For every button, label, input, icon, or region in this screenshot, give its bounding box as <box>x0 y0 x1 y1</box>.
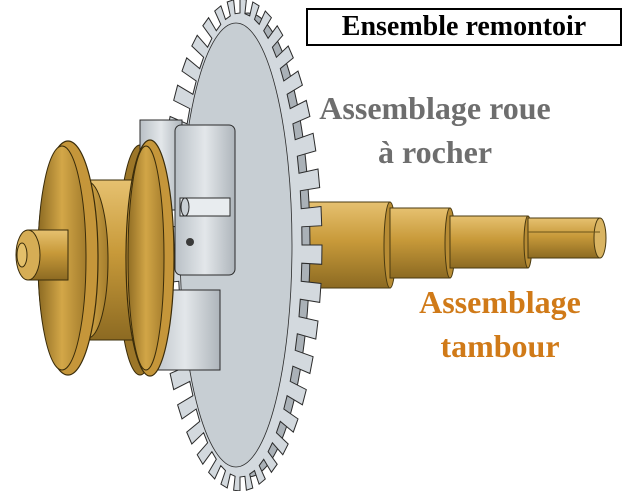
label-ratchet-wheel-assembly: Assemblage roue à rocher <box>300 86 570 174</box>
label-drum-line2: tambour <box>440 328 560 364</box>
label-ratchet-wheel-line1: Assemblage roue <box>319 90 551 126</box>
arbor-shaft <box>289 201 607 289</box>
arbor-pivot-left <box>15 229 69 281</box>
drum-flange-right <box>125 139 175 377</box>
label-ratchet-wheel-line2: à rocher <box>377 134 493 170</box>
label-drum-line1: Assemblage <box>419 284 581 320</box>
figure-title: Ensemble remontoir <box>306 8 622 46</box>
label-drum-assembly: Assemblage tambour <box>400 280 600 368</box>
